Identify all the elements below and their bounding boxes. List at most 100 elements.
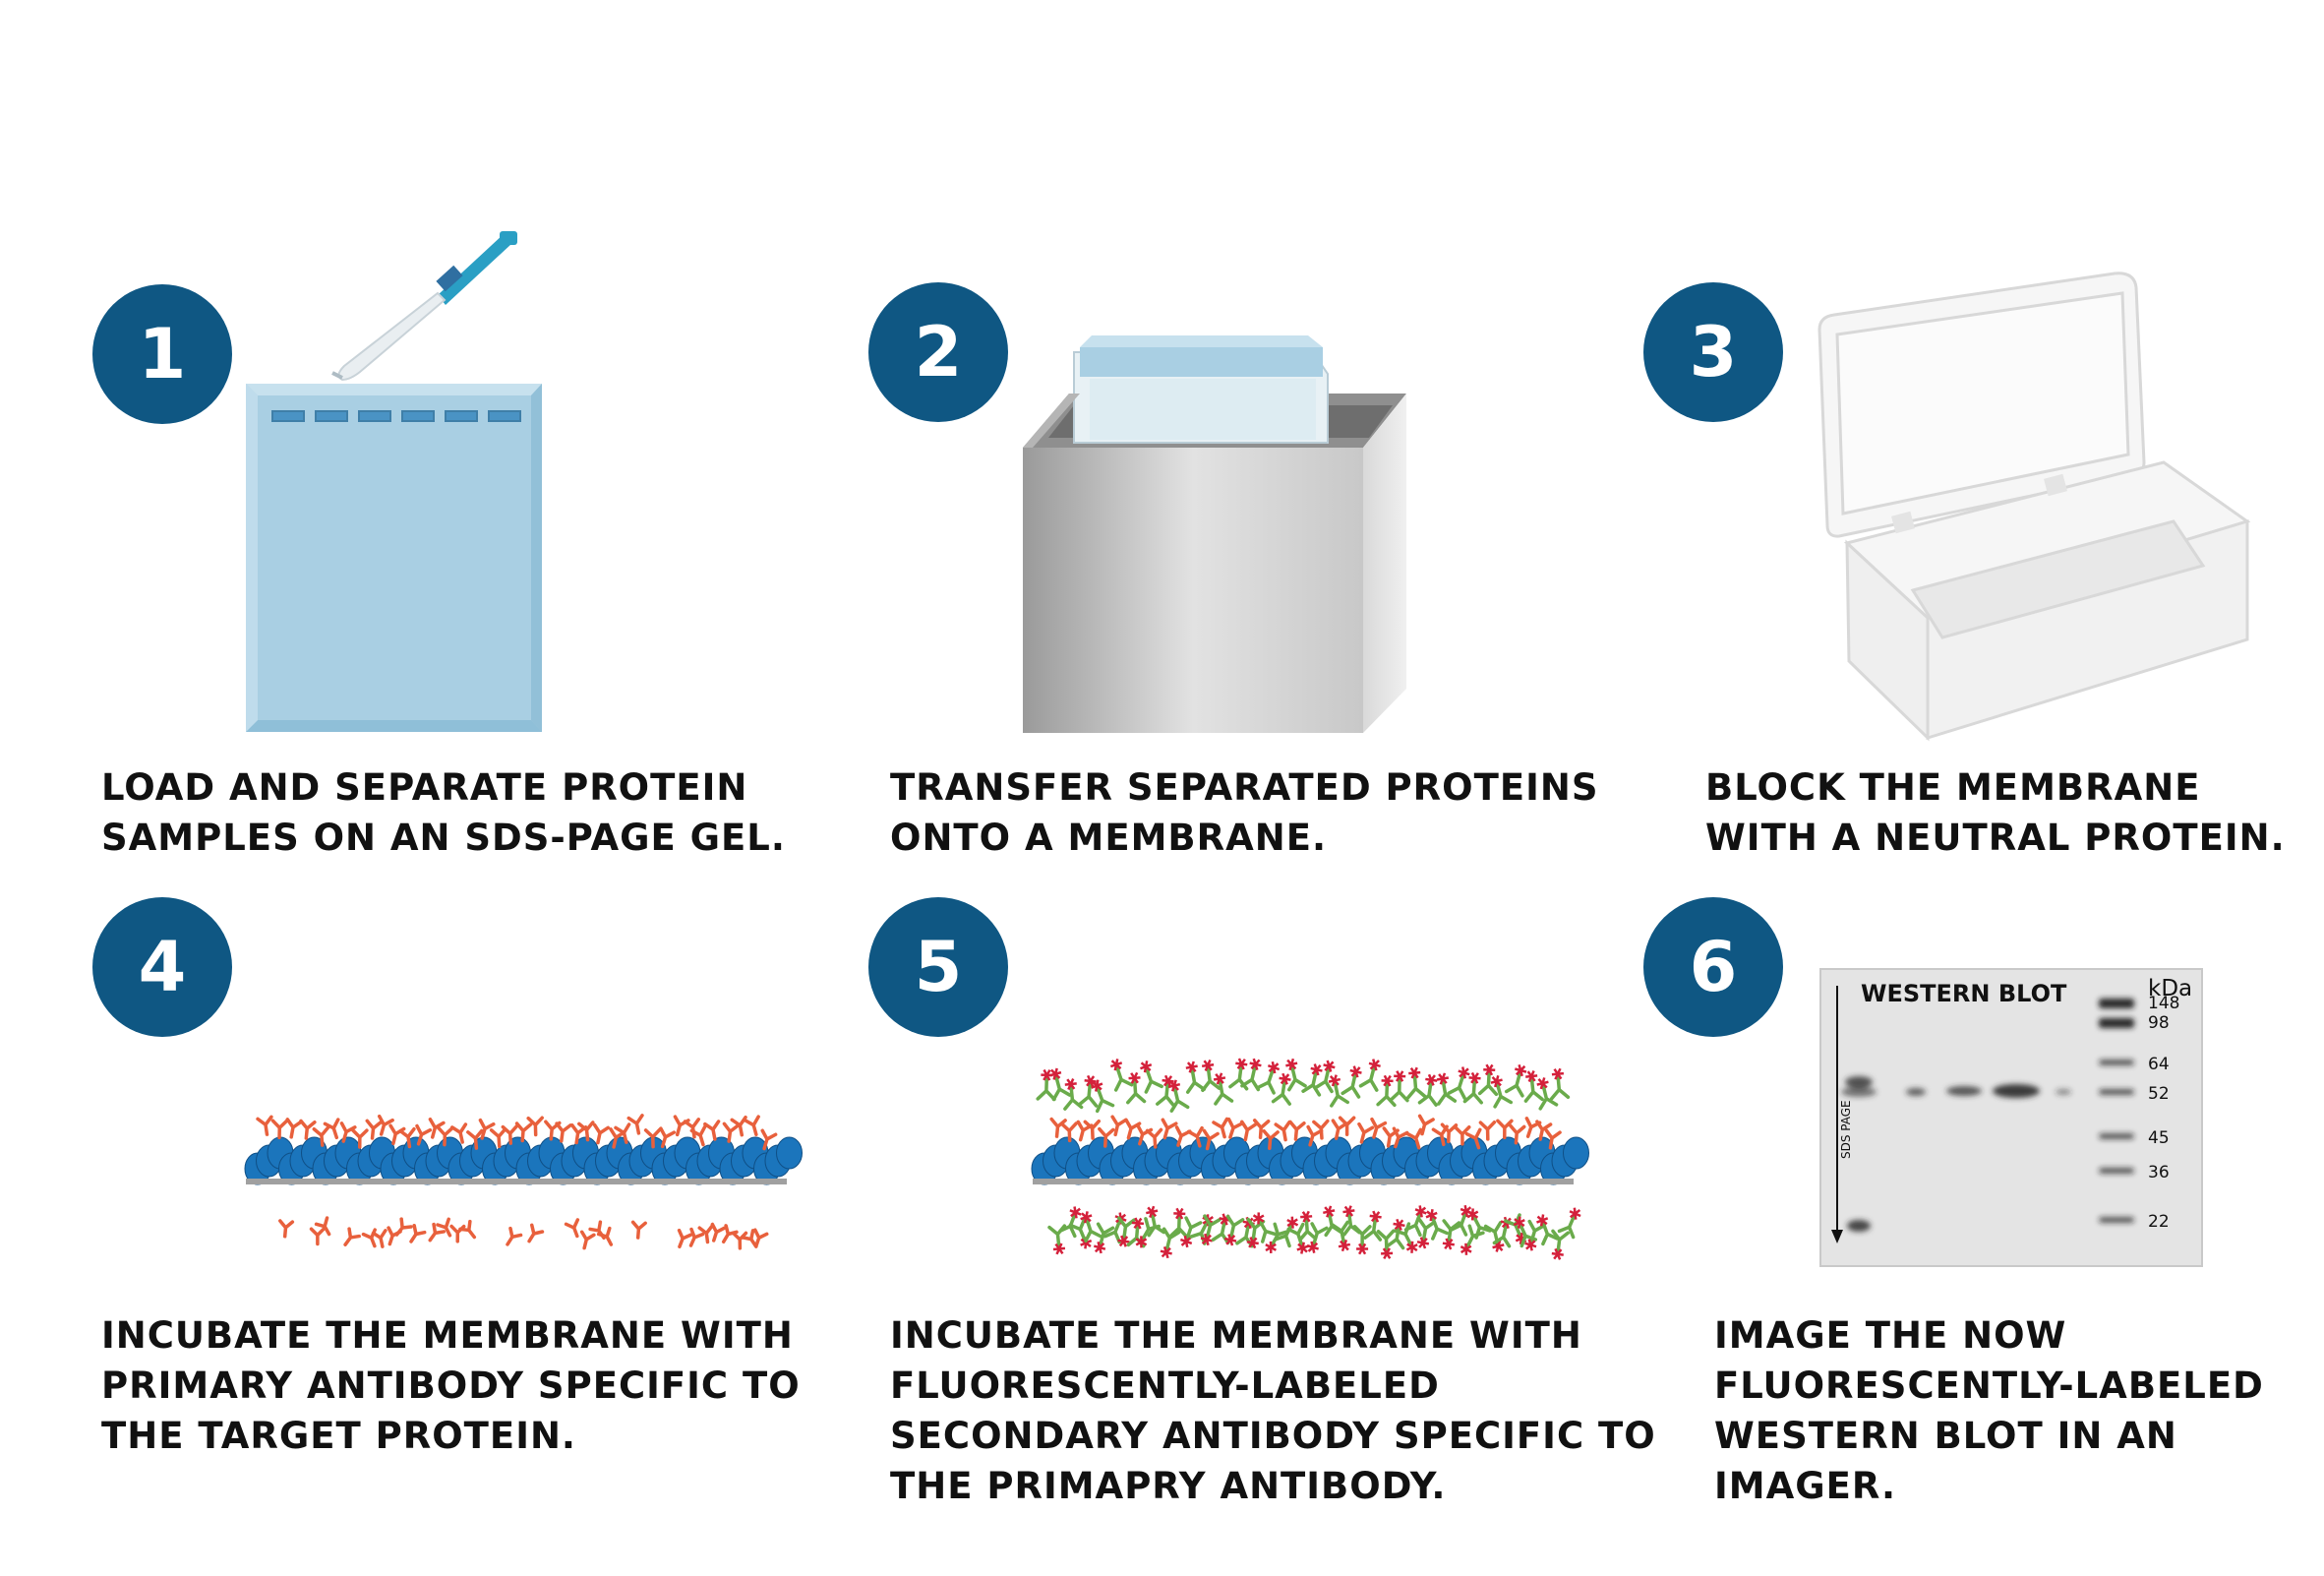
antibody-icon: [1557, 1207, 1581, 1240]
antibody-icon: [1386, 1218, 1405, 1250]
antibody-icon: [1490, 1075, 1514, 1109]
antibody-icon: [1212, 1117, 1229, 1139]
fluorophore-icon: [1342, 1205, 1355, 1218]
antibody-icon: [1544, 1128, 1562, 1150]
marker-label: 22: [2148, 1212, 2170, 1232]
antibody-icon: [1140, 1061, 1163, 1094]
pipette-icon: [331, 231, 517, 382]
antibody-icon: [1167, 1079, 1190, 1113]
fluorophore-icon: [1381, 1074, 1394, 1087]
step-number-badge: 1: [92, 284, 232, 424]
free-antibodies: [1047, 1204, 1581, 1260]
bound-antibodies: [1036, 1058, 1571, 1151]
fluorophore-icon: [1135, 1236, 1148, 1248]
antibody-icon: [1312, 1119, 1330, 1140]
antibody-icon: [278, 1219, 295, 1239]
antibody-icon: [1425, 1209, 1449, 1241]
free-antibodies: [278, 1216, 769, 1250]
fluorophore-icon: [1265, 1241, 1278, 1253]
fluorophore-icon: [1224, 1234, 1237, 1246]
caption-line: PRIMARY ANTIBODY SPECIFIC TO: [101, 1364, 801, 1407]
antibody-icon: [1496, 1119, 1514, 1140]
antibody-icon: [1186, 1125, 1204, 1148]
fluorophore-icon: [1425, 1073, 1438, 1086]
step-number-badge: 4: [92, 897, 232, 1037]
protein-layer: [244, 1136, 803, 1185]
antibody-icon: [1226, 1117, 1244, 1139]
antibody-icon: [1417, 1073, 1438, 1107]
caption-line: WITH A NEUTRAL PROTEIN.: [1705, 817, 2286, 859]
antibody-icon: [1536, 1214, 1560, 1246]
antibody-icon: [1240, 1120, 1258, 1142]
antibody-icon: [1156, 1074, 1176, 1108]
antibody-icon: [1306, 1222, 1329, 1253]
antibody-icon: [489, 1127, 507, 1149]
antibody-icon: [697, 1224, 714, 1244]
fluorophore-icon: [1200, 1233, 1214, 1246]
antibody-icon: [1389, 1070, 1409, 1103]
antibody-icon: [1049, 1117, 1067, 1138]
antibody-icon: [577, 1121, 595, 1142]
antibody-icon: [1185, 1061, 1207, 1094]
fluorophore-icon: [1310, 1063, 1323, 1076]
fluorophore-icon: [1286, 1216, 1299, 1229]
antibody-icon: [1160, 1227, 1181, 1259]
fluorophore-icon: [1140, 1061, 1153, 1073]
antibody-icon: [1256, 1061, 1281, 1095]
antibody-icon: [343, 1227, 361, 1246]
antibody-icon: [643, 1127, 662, 1149]
fluorophore-icon: [1515, 1063, 1527, 1077]
antibody-icon: [555, 1121, 572, 1143]
antibody-icon: [1078, 1074, 1099, 1108]
antibody-icon: [398, 1126, 416, 1149]
antibody-icon: [1464, 1127, 1482, 1150]
ladder-band: [2099, 1133, 2134, 1139]
antibody-icon: [1126, 1071, 1147, 1105]
antibody-icon: [1358, 1059, 1381, 1092]
antibody-icon: [1200, 1214, 1222, 1246]
blot-unit-label: kDa: [2148, 976, 2193, 1001]
antibody-icon: [579, 1230, 596, 1250]
antibody-icon: [1060, 1121, 1078, 1143]
fluorophore-icon: [1338, 1239, 1351, 1252]
caption-line: IMAGER.: [1714, 1465, 1897, 1507]
antibody-icon: [1068, 1217, 1093, 1249]
antibody-icon: [1536, 1077, 1559, 1111]
antibody-icon: [428, 1222, 447, 1243]
antibody-icon: [722, 1121, 741, 1143]
antibody-icon: [1406, 1066, 1427, 1100]
marker-label: 52: [2148, 1084, 2170, 1104]
fluorophore-icon: [1160, 1245, 1172, 1259]
membrane-cassette: [1073, 335, 1329, 444]
antibody-icon: [710, 1222, 727, 1243]
antibody-icon: [596, 1226, 614, 1246]
antibody-icon: [1477, 1063, 1499, 1097]
antibody-icon: [592, 1122, 611, 1145]
antibody-icon: [1179, 1216, 1203, 1248]
antibody-icon: [449, 1122, 468, 1144]
antibody-icon: [1504, 1063, 1527, 1098]
antibody-icon: [1376, 1074, 1397, 1108]
antibody-icon: [1047, 1224, 1067, 1255]
antibody-icon: [1202, 1128, 1220, 1151]
antibody-icon: [1271, 1072, 1291, 1106]
antibody-icon: [689, 1124, 707, 1147]
antibody-icon: [1509, 1123, 1526, 1145]
antibody-icon: [409, 1224, 427, 1243]
step-number-badge: 3: [1643, 282, 1783, 422]
fluorophore-icon: [1405, 1241, 1418, 1253]
fluorophore-icon: [1146, 1205, 1159, 1218]
fluorophore-icon: [1323, 1060, 1336, 1072]
antibody-icon: [1274, 1120, 1291, 1142]
antibody-icon: [1478, 1121, 1497, 1141]
antibody-icon: [1462, 1071, 1483, 1105]
antibody-icon: [1442, 1219, 1461, 1250]
fluorophore-icon: [1185, 1061, 1198, 1073]
ladder-band: [2099, 1060, 2134, 1065]
fluorophore-icon: [1306, 1241, 1319, 1253]
fluorophore-icon: [1084, 1074, 1097, 1087]
antibody-icon: [339, 1121, 357, 1143]
antibody-icon: [1460, 1224, 1485, 1255]
fluorophore-icon: [1323, 1205, 1336, 1218]
antibody-icon: [1352, 1225, 1372, 1255]
